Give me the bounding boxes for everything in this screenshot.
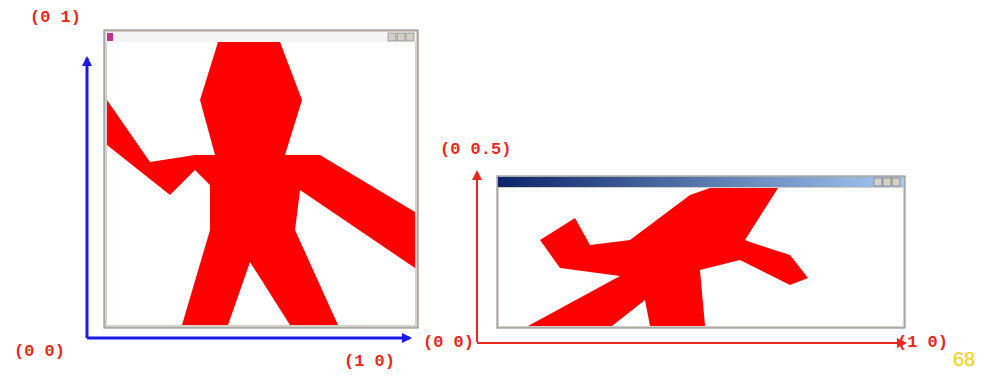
figure [528,188,808,326]
axis-label: (1 0) [344,352,395,372]
x-axis [477,342,905,344]
axis-label: (0 0.5) [440,140,511,160]
y-axis [476,172,478,342]
axis-label: (1 0) [897,333,948,353]
axis-label: (0 0) [423,333,474,353]
y-axis [86,58,89,338]
page-number: 68 [953,349,975,369]
window-right [497,176,905,328]
axis-label: (0 0) [14,342,65,362]
axis-label: (0 1) [30,8,81,28]
x-axis [87,337,410,340]
figure [107,42,415,325]
window-left [104,30,418,328]
